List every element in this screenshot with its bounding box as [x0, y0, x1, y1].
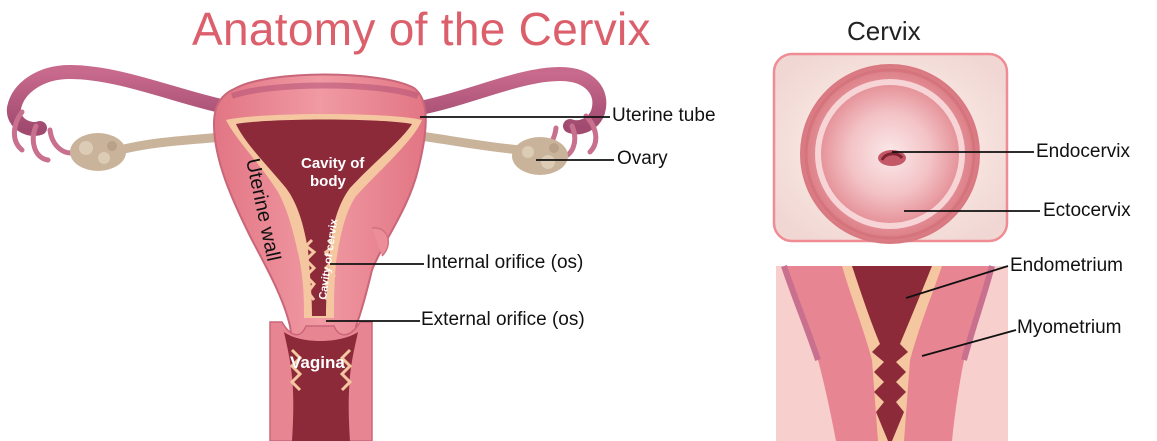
label-endometrium: Endometrium: [1010, 255, 1123, 277]
label-uterine-tube: Uterine tube: [612, 105, 716, 127]
label-ovary: Ovary: [617, 148, 668, 170]
label-ectocervix: Ectocervix: [1043, 200, 1131, 222]
left-ovary: [70, 133, 126, 171]
right-ovarian-ligament: [420, 136, 520, 150]
right-ovary: [512, 137, 568, 175]
left-ovarian-ligament: [120, 136, 230, 150]
cervix-section-panel: [776, 266, 1008, 441]
label-external-orifice: External orifice (os): [421, 309, 585, 331]
label-internal-orifice: Internal orifice (os): [426, 252, 583, 274]
label-myometrium: Myometrium: [1017, 317, 1122, 339]
cervix-photo-panel: [774, 54, 1007, 244]
cavity-of-body-text-2: body: [310, 173, 346, 190]
cavity-of-body-text-1: Cavity of: [301, 155, 365, 172]
label-endocervix: Endocervix: [1036, 141, 1130, 163]
vagina-text: Vagina: [290, 353, 345, 372]
